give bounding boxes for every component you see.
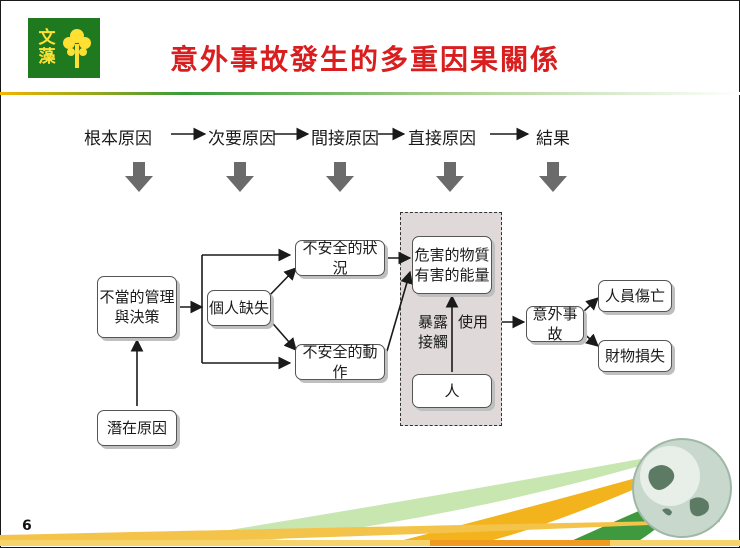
page-number: 6: [22, 518, 32, 534]
box-person-label: 人: [444, 382, 460, 400]
box-personal-fault-label: 個人缺失: [208, 299, 269, 317]
slide-title: 意外事故發生的多重因果關係: [170, 43, 561, 76]
box-hazard-line1: 危害的物質: [414, 246, 490, 264]
down-arrows: [125, 162, 567, 192]
box-injury: 人員傷亡: [598, 280, 672, 312]
box-property-loss: 財物損失: [598, 340, 672, 372]
box-unsafe-act-label: 不安全的動作: [302, 343, 378, 381]
header-direct-cause: 直接原因: [408, 129, 476, 149]
box-injury-label: 人員傷亡: [604, 287, 665, 305]
header-secondary-cause: 次要原因: [208, 129, 276, 149]
box-latent-cause: 潛在原因: [97, 410, 177, 446]
box-unsafe-condition: 不安全的狀況: [295, 239, 385, 277]
exposure-line2: 接觸: [418, 333, 449, 351]
use-label: 使用: [458, 313, 489, 331]
header-root-cause: 根本原因: [84, 129, 152, 149]
box-accident-label: 意外事故: [532, 305, 578, 343]
box-unsafe-act: 不安全的動作: [295, 343, 385, 381]
box-unsafe-condition-label: 不安全的狀況: [302, 239, 378, 277]
globe-icon: [632, 438, 732, 538]
header-indirect-cause: 間接原因: [311, 129, 379, 149]
exposure-label: 暴露 接觸: [418, 312, 448, 352]
exposure-line1: 暴露: [418, 313, 449, 331]
title-rule: [0, 92, 740, 95]
header-result: 結果: [536, 129, 570, 149]
box-accident: 意外事故: [526, 305, 584, 343]
box-poor-management-line2: 與決策: [114, 308, 160, 326]
box-poor-management-line1: 不當的管理: [99, 288, 175, 306]
tree-icon: [63, 29, 91, 68]
box-hazard: 危害的物質 有害的能量: [412, 236, 492, 294]
box-personal-fault: 個人缺失: [207, 290, 271, 326]
box-hazard-line2: 有害的能量: [414, 266, 490, 284]
box-latent-cause-label: 潛在原因: [106, 419, 167, 437]
box-poor-management: 不當的管理 與決策: [97, 276, 177, 338]
box-property-loss-label: 財物損失: [604, 347, 665, 365]
school-logo: 文藻: [28, 18, 100, 78]
logo-text: 文藻: [38, 28, 56, 67]
box-person: 人: [412, 374, 492, 408]
